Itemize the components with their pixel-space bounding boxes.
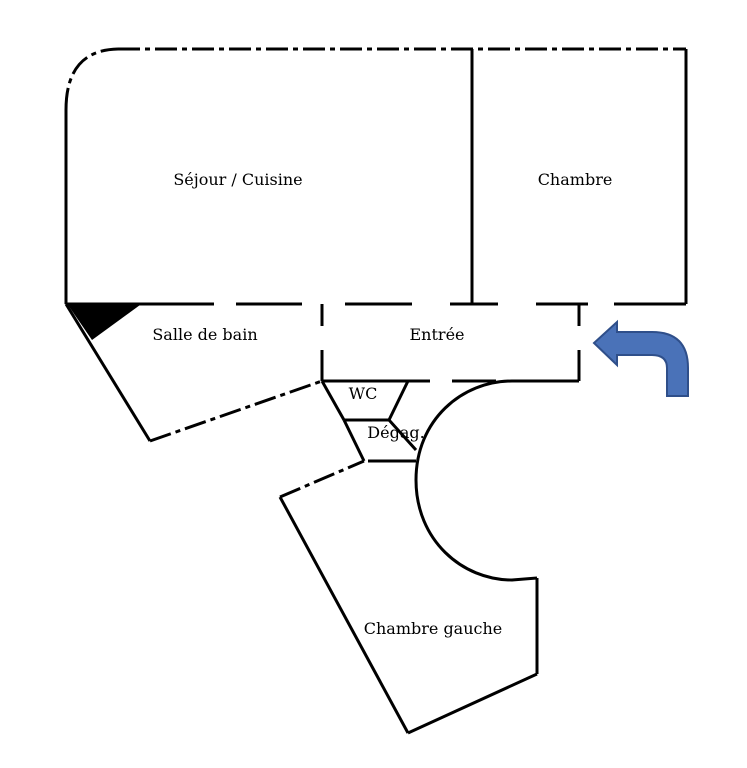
shower-corner-fixture: [68, 305, 140, 340]
entrance-arrow-icon: [592, 319, 689, 397]
room-label-sejour: Séjour / Cuisine: [173, 170, 302, 189]
room-label-degagement: Dégag.: [367, 423, 424, 442]
chambre-gauche-walls: [278, 379, 539, 735]
room-label-chambre-gauche: Chambre gauche: [364, 619, 503, 638]
curved-wall: [414, 379, 538, 582]
entree-walls: [322, 304, 581, 383]
rounded-corner-wall: [64, 47, 119, 111]
outer-walls: [64, 47, 688, 304]
room-label-entree: Entrée: [410, 325, 465, 344]
salle-de-bain-walls: [64, 303, 324, 443]
wc-degagement-walls: [320, 380, 418, 463]
room-label-chambre: Chambre: [538, 170, 613, 189]
room-label-wc: WC: [349, 384, 378, 403]
room-label-salle-de-bain: Salle de bain: [152, 325, 257, 344]
